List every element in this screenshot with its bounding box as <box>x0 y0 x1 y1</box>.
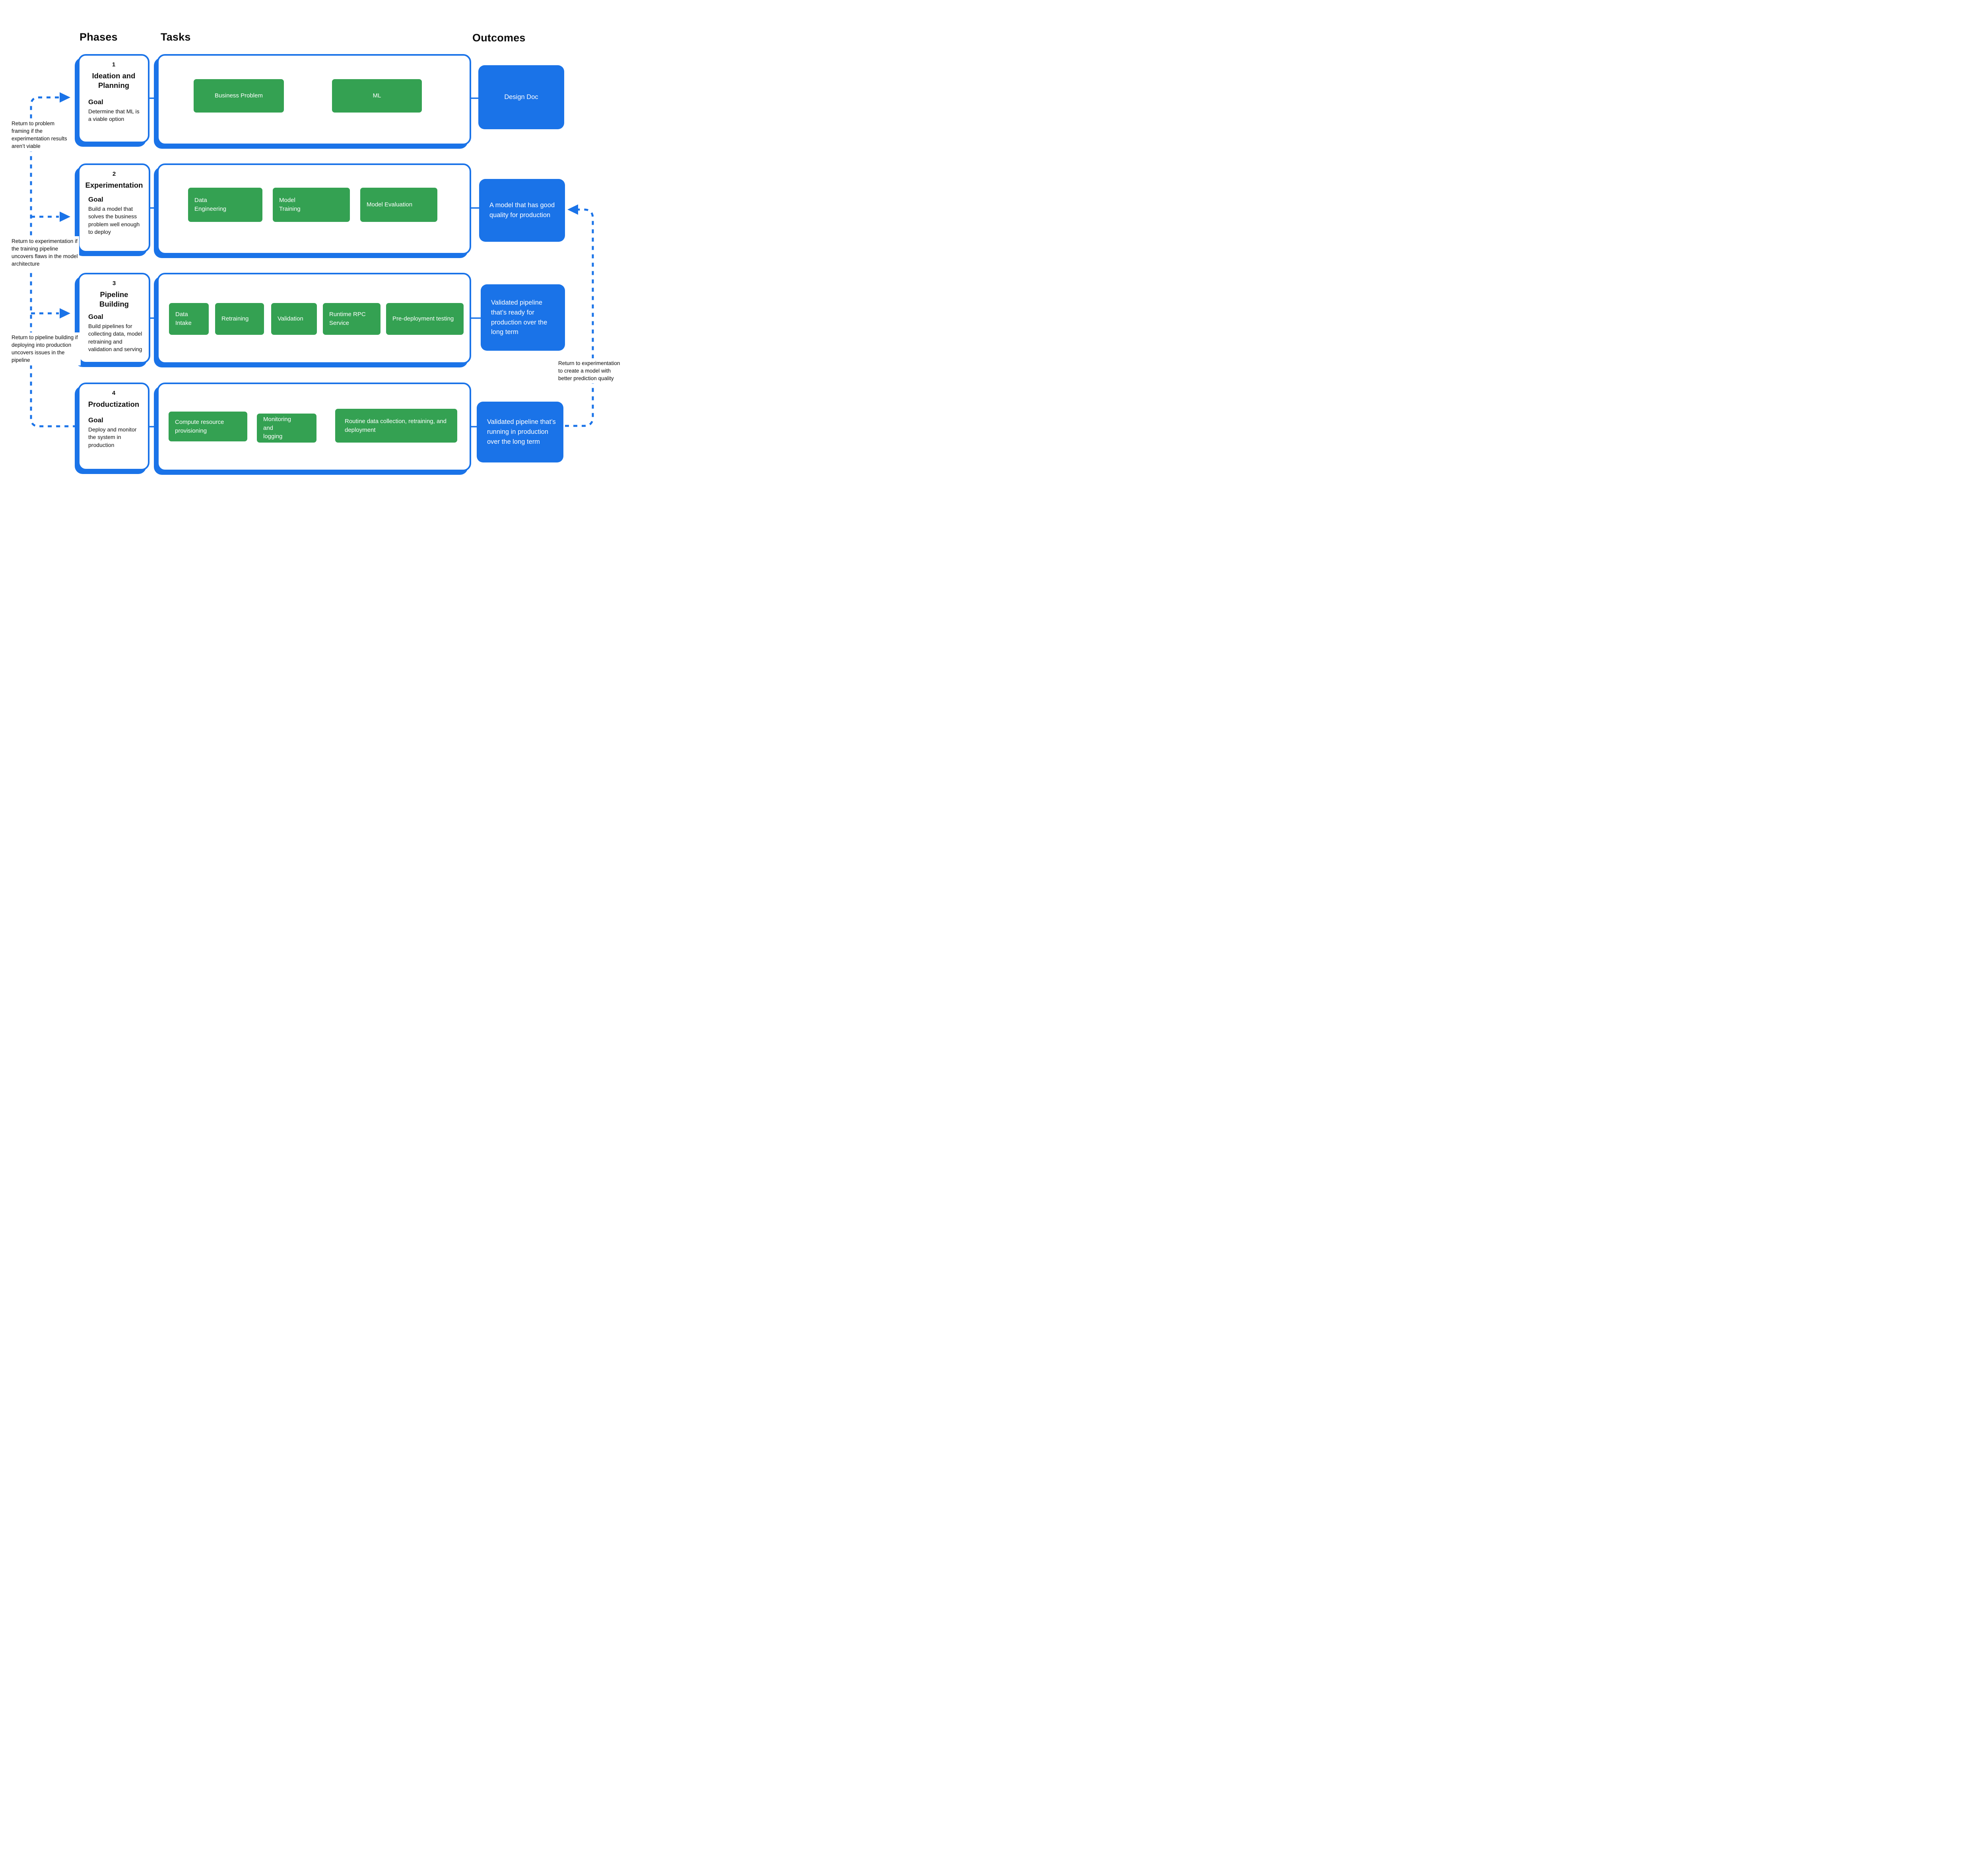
goal-label: Goal <box>88 196 103 204</box>
outcome-validated-pipeline-ready: Validated pipeline that’s ready for prod… <box>481 284 565 351</box>
phase-card-productization: 4 Productization Goal Deploy and monitor… <box>78 383 149 470</box>
phase-card-ideation: 1 Ideation and Planning Goal Determine t… <box>78 54 149 143</box>
annotation-return-to-experimentation: Return to experimentation if the trainin… <box>11 236 79 269</box>
annotation-return-to-pipeline-building: Return to pipeline building if deploying… <box>11 332 81 365</box>
goal-label: Goal <box>88 98 103 106</box>
task-model-evaluation: Model Evaluation <box>360 188 437 222</box>
outcomes-column-header: Outcomes <box>472 32 526 44</box>
phase-card-pipeline-building: 3 Pipeline Building Goal Build pipelines… <box>78 273 150 363</box>
phase-title: Ideation and Planning <box>92 72 136 90</box>
annotation-return-to-problem-framing: Return to problem framing if the experim… <box>11 118 69 152</box>
phase-card-experimentation: 2 Experimentation Goal Build a model tha… <box>78 163 150 253</box>
task-runtime-rpc-service: Runtime RPC Service <box>323 303 381 335</box>
outcome-good-quality-model: A model that has good quality for produc… <box>479 179 565 242</box>
return-arrowhead-phase3 <box>60 308 70 319</box>
outcome-validated-pipeline-running: Validated pipeline that’s running in pro… <box>477 402 563 462</box>
phase-title: Pipeline Building <box>99 290 129 309</box>
dotted-return-path-right <box>565 208 594 427</box>
row-connector-lines <box>149 97 481 427</box>
goal-text: Build pipelines for collecting data, mod… <box>88 323 142 353</box>
phase-number: 1 <box>112 61 116 68</box>
goal-label: Goal <box>88 313 103 321</box>
task-retraining: Retraining <box>215 303 264 335</box>
goal-text: Build a model that solves the business p… <box>88 206 140 235</box>
return-arrowhead-phase1 <box>60 92 70 103</box>
task-pre-deployment-testing: Pre-deployment testing <box>386 303 464 335</box>
phase-number: 4 <box>112 390 116 396</box>
tasks-column-header: Tasks <box>161 31 191 43</box>
goal-text: Determine that ML is a viable option <box>88 108 140 122</box>
task-validation: Validation <box>271 303 317 335</box>
phase-number: 3 <box>112 280 116 287</box>
task-data-intake: Data Intake <box>169 303 209 335</box>
task-model-training: Model Training <box>273 188 350 222</box>
outcome-design-doc: Design Doc <box>478 65 564 129</box>
goal-text: Deploy and monitor the system in product… <box>88 426 137 448</box>
phase-title: Productization <box>88 400 140 408</box>
task-routine-data-collection: Routine data collection, retraining, and… <box>335 409 457 443</box>
return-arrowhead-phase2 <box>60 212 70 222</box>
task-data-engineering: Data Engineering <box>188 188 262 222</box>
return-arrowhead-outcome2 <box>567 204 578 215</box>
annotation-return-for-better-quality: Return to experimentation to create a mo… <box>557 358 623 384</box>
phase-number: 2 <box>112 171 116 177</box>
goal-label: Goal <box>88 416 103 424</box>
phase-title: Experimentation <box>85 181 143 189</box>
task-monitoring-and-logging: Monitoring and logging <box>257 414 316 443</box>
task-business-problem: Business Problem <box>194 79 284 113</box>
mlops-phases-diagram: Phases Tasks Outcomes 1 Ideation and Pla… <box>0 0 623 514</box>
task-connector-lines <box>209 95 386 427</box>
task-compute-resource-provisioning: Compute resource provisioning <box>169 412 247 441</box>
phases-column-header: Phases <box>80 31 118 43</box>
task-ml: ML <box>332 79 422 113</box>
